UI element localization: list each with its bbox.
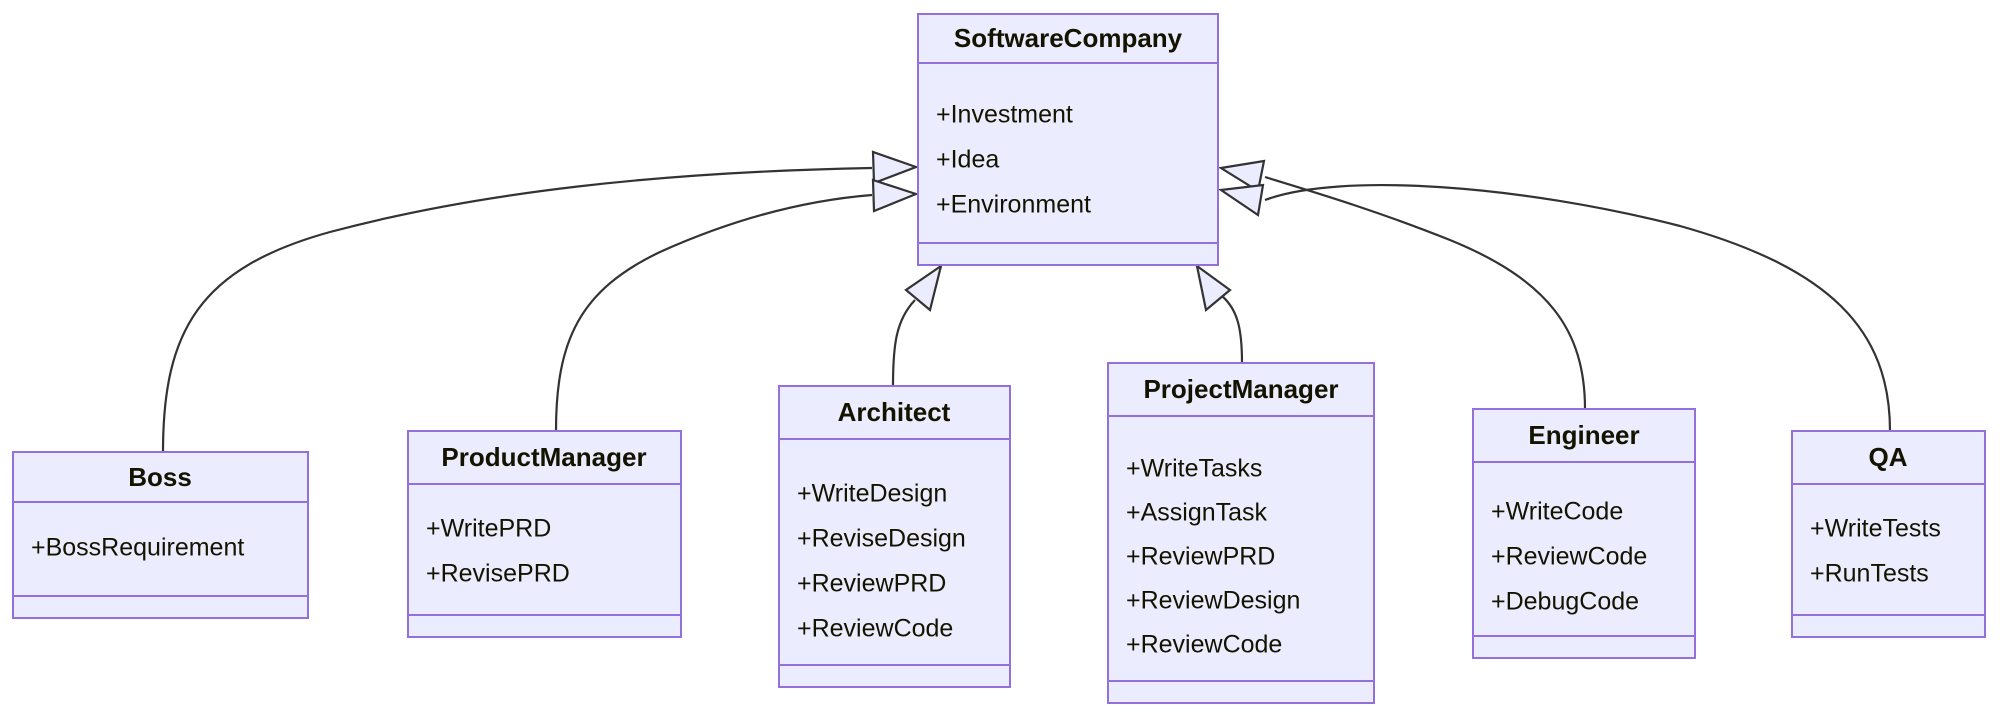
class-box-rect-architect bbox=[778, 385, 1011, 688]
class-member-product-manager-1: +RevisePRD bbox=[426, 560, 570, 588]
class-member-engineer-2: +DebugCode bbox=[1491, 588, 1639, 616]
class-box-engineer[interactable]: Engineer +WriteCode +ReviewCode +DebugCo… bbox=[1472, 408, 1696, 659]
class-box-project-manager[interactable]: ProjectManager +WriteTasks +AssignTask +… bbox=[1107, 362, 1375, 704]
edge-layer bbox=[161, 150, 1892, 453]
edge-boss-to-software-company bbox=[161, 150, 920, 453]
class-member-engineer-1: +ReviewCode bbox=[1491, 543, 1647, 571]
class-member-project-manager-1: +AssignTask bbox=[1126, 499, 1268, 527]
class-member-software-company-0: +Investment bbox=[936, 101, 1073, 129]
edge-qa-to-software-company bbox=[1217, 183, 1892, 432]
class-box-rect-boss bbox=[12, 451, 309, 619]
class-box-boss[interactable]: Boss +BossRequirement bbox=[12, 451, 309, 619]
class-member-software-company-1: +Idea bbox=[936, 146, 999, 174]
generalization-arrowhead-engineer bbox=[1217, 159, 1266, 193]
class-title-product-manager: ProductManager bbox=[441, 442, 646, 472]
generalization-arrowhead-project-manager bbox=[1195, 263, 1232, 313]
class-member-project-manager-3: +ReviewDesign bbox=[1126, 587, 1300, 615]
edge-line-boss bbox=[161, 166, 873, 453]
class-box-product-manager[interactable]: ProductManager +WritePRD +RevisePRD bbox=[407, 430, 682, 638]
class-box-qa[interactable]: QA +WriteTests +RunTests bbox=[1791, 430, 1986, 638]
generalization-arrowhead-product-manager bbox=[871, 178, 920, 213]
generalization-arrowhead-qa bbox=[1217, 183, 1265, 217]
edge-line-qa bbox=[1264, 184, 1892, 432]
edge-product-manager-to-software-company bbox=[554, 178, 920, 432]
class-title-project-manager: ProjectManager bbox=[1143, 374, 1338, 404]
class-title-qa: QA bbox=[1869, 442, 1908, 472]
class-box-software-company[interactable]: SoftwareCompany +Investment +Idea +Envir… bbox=[917, 13, 1219, 266]
generalization-arrowhead-boss bbox=[871, 150, 920, 185]
class-title-software-company: SoftwareCompany bbox=[954, 23, 1183, 53]
class-member-architect-2: +ReviewPRD bbox=[797, 570, 946, 598]
generalization-arrowhead-architect bbox=[904, 263, 943, 312]
class-member-architect-1: +ReviseDesign bbox=[797, 525, 966, 553]
edge-project-manager-to-software-company bbox=[1195, 263, 1244, 364]
edge-line-engineer bbox=[1264, 175, 1587, 410]
class-member-engineer-0: +WriteCode bbox=[1491, 498, 1623, 526]
class-member-project-manager-0: +WriteTasks bbox=[1126, 455, 1262, 483]
class-member-boss-0: +BossRequirement bbox=[31, 534, 244, 562]
class-title-engineer: Engineer bbox=[1528, 420, 1639, 450]
edge-engineer-to-software-company bbox=[1217, 159, 1587, 410]
class-member-product-manager-0: +WritePRD bbox=[426, 515, 551, 543]
class-member-architect-3: +ReviewCode bbox=[797, 615, 953, 643]
class-member-project-manager-2: +ReviewPRD bbox=[1126, 543, 1275, 571]
edge-line-product-manager bbox=[554, 193, 873, 432]
class-member-qa-0: +WriteTests bbox=[1810, 515, 1941, 543]
class-box-rect-software-company bbox=[917, 13, 1219, 266]
class-member-qa-1: +RunTests bbox=[1810, 560, 1929, 588]
class-box-rect-engineer bbox=[1472, 408, 1696, 659]
class-member-software-company-2: +Environment bbox=[936, 191, 1091, 219]
edge-architect-to-software-company bbox=[891, 263, 943, 387]
edge-line-architect bbox=[891, 299, 916, 387]
class-title-architect: Architect bbox=[838, 397, 951, 427]
class-box-rect-product-manager bbox=[407, 430, 682, 638]
class-title-boss: Boss bbox=[128, 462, 192, 492]
edge-line-project-manager bbox=[1221, 295, 1244, 364]
class-box-rect-project-manager bbox=[1107, 362, 1375, 704]
class-member-project-manager-4: +ReviewCode bbox=[1126, 631, 1282, 659]
class-box-architect[interactable]: Architect +WriteDesign +ReviseDesign +Re… bbox=[778, 385, 1011, 688]
class-box-rect-qa bbox=[1791, 430, 1986, 638]
class-member-architect-0: +WriteDesign bbox=[797, 480, 947, 508]
